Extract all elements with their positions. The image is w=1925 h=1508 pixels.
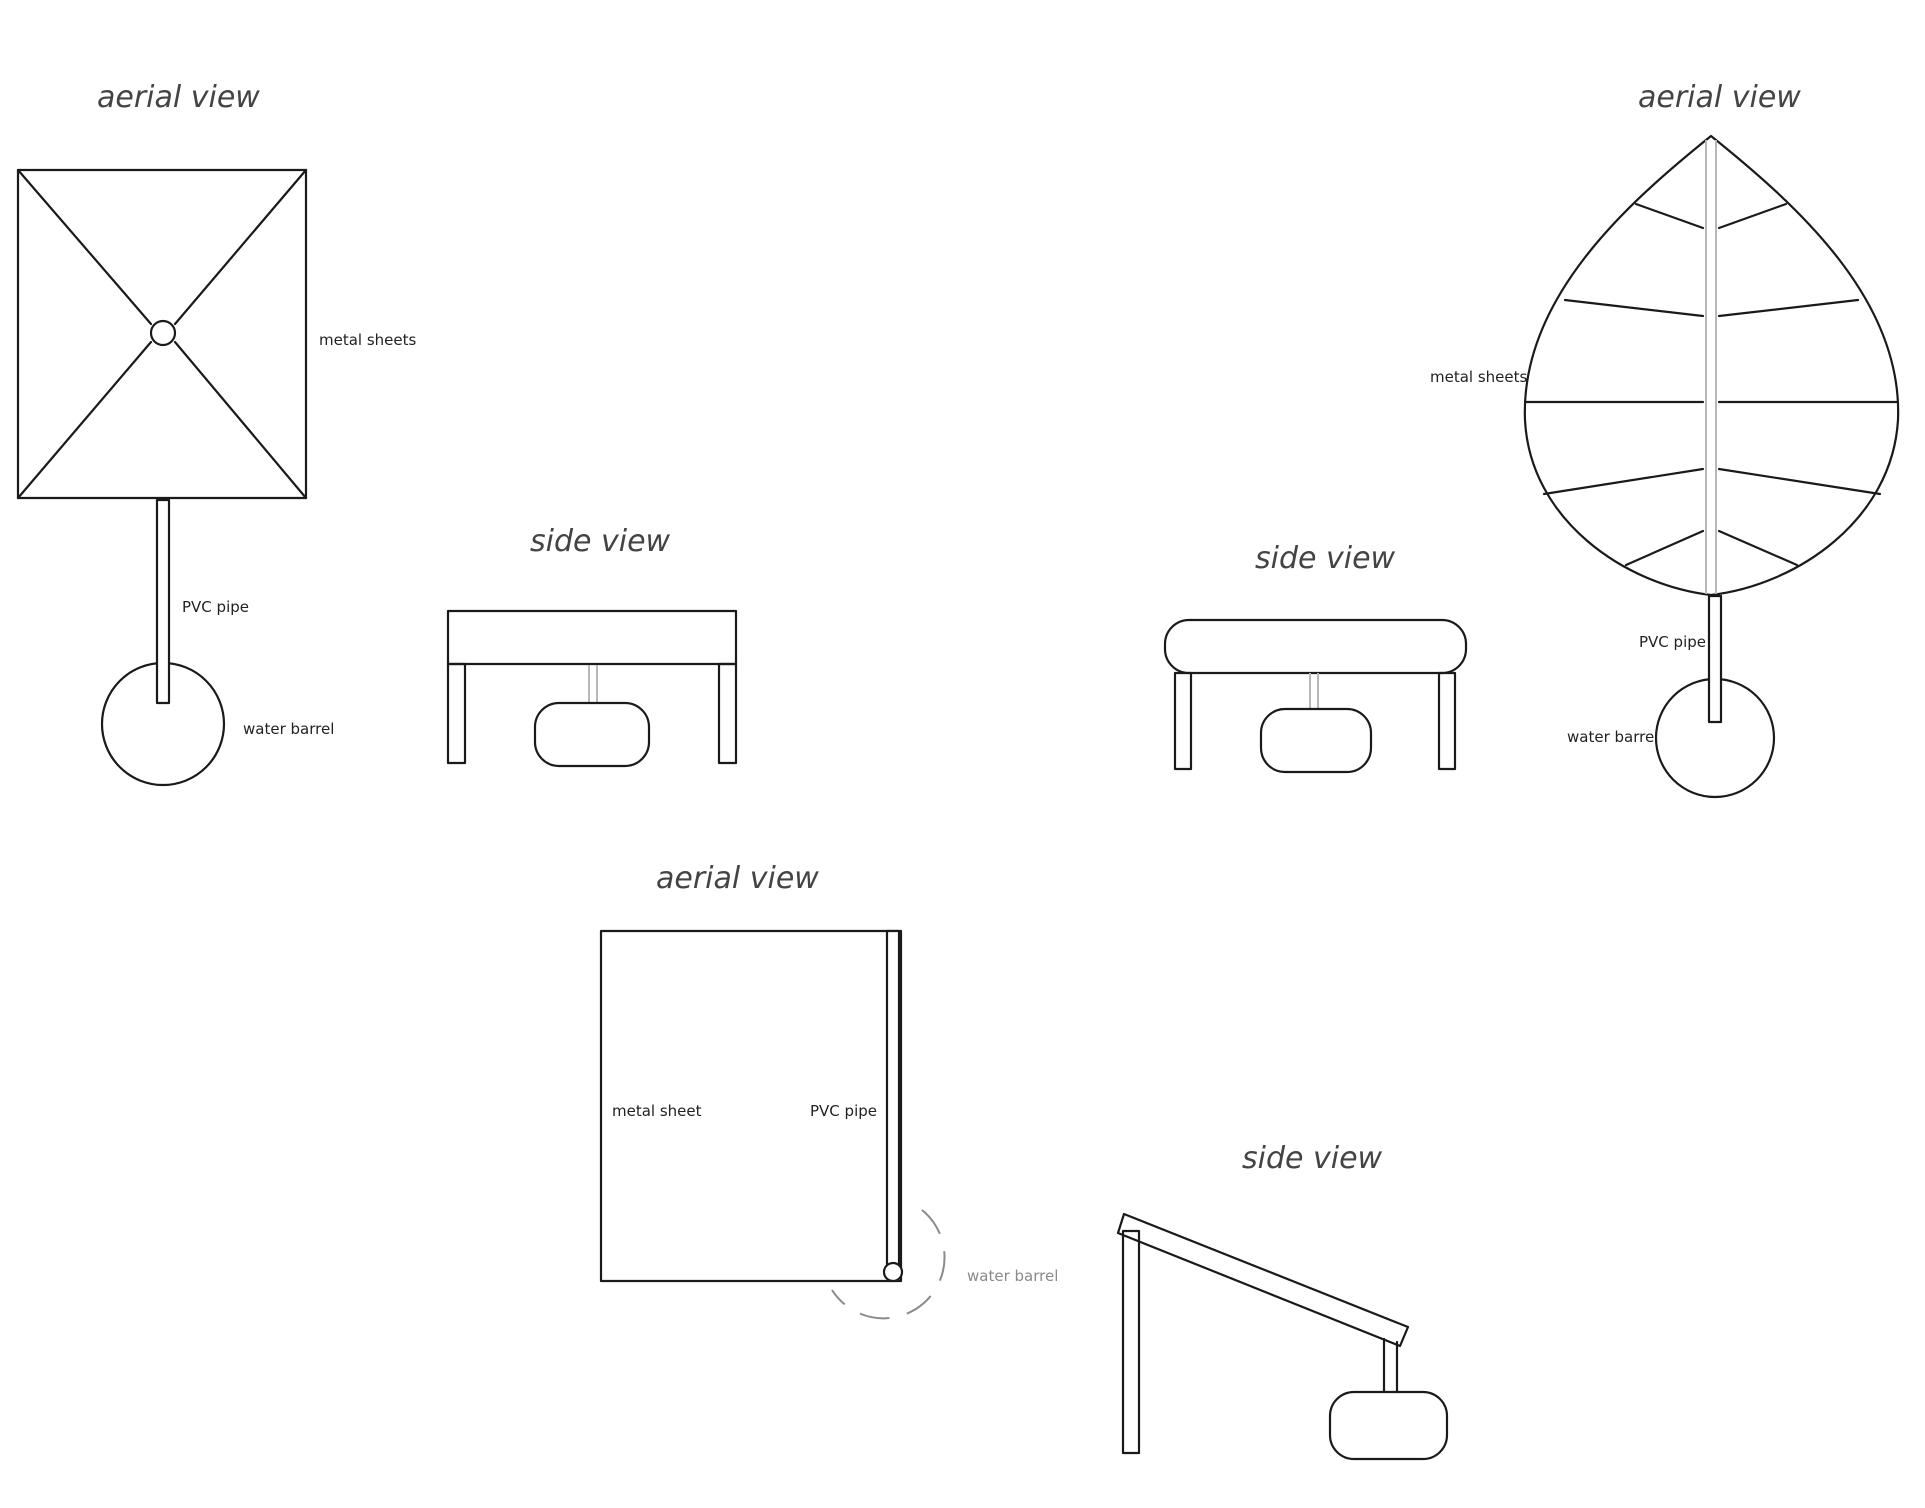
square-metal-roof	[16, 168, 308, 500]
label-metal-sheet: metal sheet	[612, 1102, 702, 1120]
curved-roof-slab	[1163, 618, 1468, 675]
label-water-barrel: water barrel	[967, 1267, 1058, 1285]
center-drain	[149, 319, 177, 347]
panel-seam	[1717, 202, 1788, 230]
support-leg	[717, 662, 738, 765]
water-barrel	[1328, 1390, 1449, 1461]
water-barrel-outline	[831, 1209, 946, 1320]
rectangular-metal-sheet	[599, 929, 903, 1283]
support-leg	[1173, 671, 1193, 771]
panel-seam	[1542, 467, 1705, 496]
panel-seam	[1717, 298, 1860, 318]
panel-seam	[1563, 298, 1705, 318]
label-pvc-pipe: PVC pipe	[182, 598, 249, 616]
design-3-aerial-title: aerial view	[656, 861, 819, 896]
flat-roof-slab	[446, 609, 738, 666]
design-2-side-title: side view	[1255, 541, 1396, 576]
design-3-side-view: side view	[1116, 1141, 1449, 1461]
panel-seam	[1717, 529, 1799, 567]
pvc-pipe	[885, 929, 901, 1273]
design-2-aerial-view: aerial view metal sheets PVC pipe water …	[1430, 80, 1900, 799]
design-3-side-title: side view	[1242, 1141, 1383, 1176]
water-barrel	[1259, 707, 1373, 774]
support-post	[1121, 1229, 1141, 1455]
design-1-side-view: side view	[446, 524, 738, 768]
design-3-aerial-view: aerial view metal sheet PVC pipe water b…	[599, 861, 1058, 1320]
support-leg	[446, 662, 467, 765]
label-water-barrel: water barrel	[243, 720, 334, 738]
design-1-side-title: side view	[530, 524, 671, 559]
design-1-aerial-title: aerial view	[97, 80, 260, 115]
roof-ridge-line	[173, 168, 308, 326]
leaf-shaped-metal-roof	[1523, 134, 1900, 597]
label-water-barrel: water barrel	[1567, 728, 1658, 746]
pvc-pipe	[155, 498, 171, 705]
roof-ridge-line	[173, 340, 308, 500]
panel-seam	[1634, 202, 1705, 230]
panel-seam	[1624, 529, 1705, 567]
roof-ridge-line	[16, 168, 153, 326]
water-barrel	[533, 701, 651, 768]
label-pvc-pipe: PVC pipe	[1639, 633, 1706, 651]
design-1-aerial-view: aerial view metal sheets PVC pipe water …	[16, 80, 417, 787]
roof-ridge-line	[16, 340, 153, 500]
pvc-pipe	[1707, 594, 1723, 724]
panel-seam	[1717, 467, 1882, 496]
label-metal-sheets: metal sheets	[319, 331, 417, 349]
support-leg	[1437, 671, 1457, 771]
pipe-outlet	[882, 1261, 904, 1283]
label-metal-sheets: metal sheets	[1430, 368, 1528, 386]
design-2-side-view: side view	[1163, 541, 1468, 774]
sloped-metal-sheet	[1116, 1212, 1410, 1348]
label-pvc-pipe: PVC pipe	[810, 1102, 877, 1120]
design-2-aerial-title: aerial view	[1638, 80, 1801, 115]
